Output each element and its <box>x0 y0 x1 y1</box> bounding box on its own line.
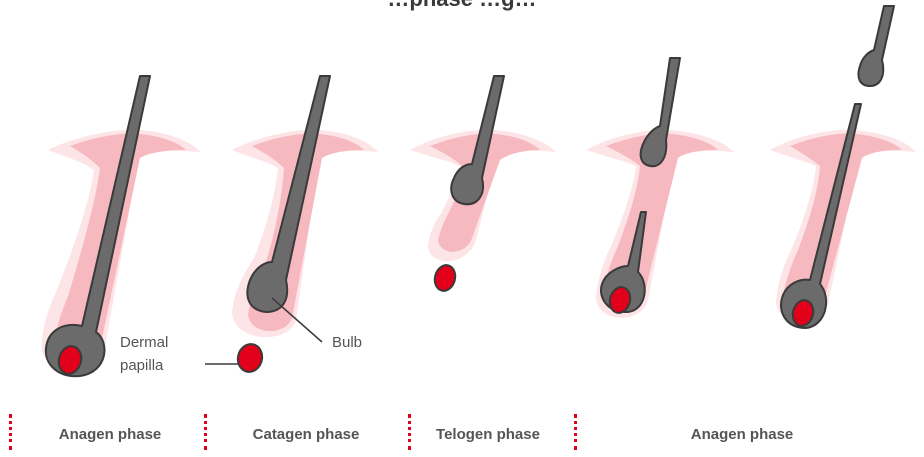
follicle-anagen-3 <box>770 6 916 328</box>
bulb-label: Bulb <box>332 334 362 351</box>
diagram-title: …phase …g… <box>0 0 924 12</box>
follicle-anagen-2 <box>586 58 734 318</box>
dermal-papilla-label-line2: papilla <box>120 357 164 374</box>
phase-divider <box>9 414 12 450</box>
phase-label-telogen: Telogen phase <box>418 426 558 443</box>
follicle-anagen-1 <box>42 76 200 376</box>
phase-label-anagen-2: Anagen phase <box>672 426 812 443</box>
follicle-telogen <box>410 76 556 293</box>
dermal-papilla <box>235 341 265 374</box>
phase-divider <box>574 414 577 450</box>
shed-hair <box>858 6 894 86</box>
dermal-papilla <box>432 263 458 293</box>
dermal-papilla-label-line1: Dermal <box>120 334 168 351</box>
phase-divider <box>408 414 411 450</box>
phase-label-catagen: Catagen phase <box>236 426 376 443</box>
follicle-catagen: Dermal papilla Bulb <box>120 76 378 375</box>
phase-label-anagen: Anagen phase <box>40 426 180 443</box>
phase-divider <box>204 414 207 450</box>
